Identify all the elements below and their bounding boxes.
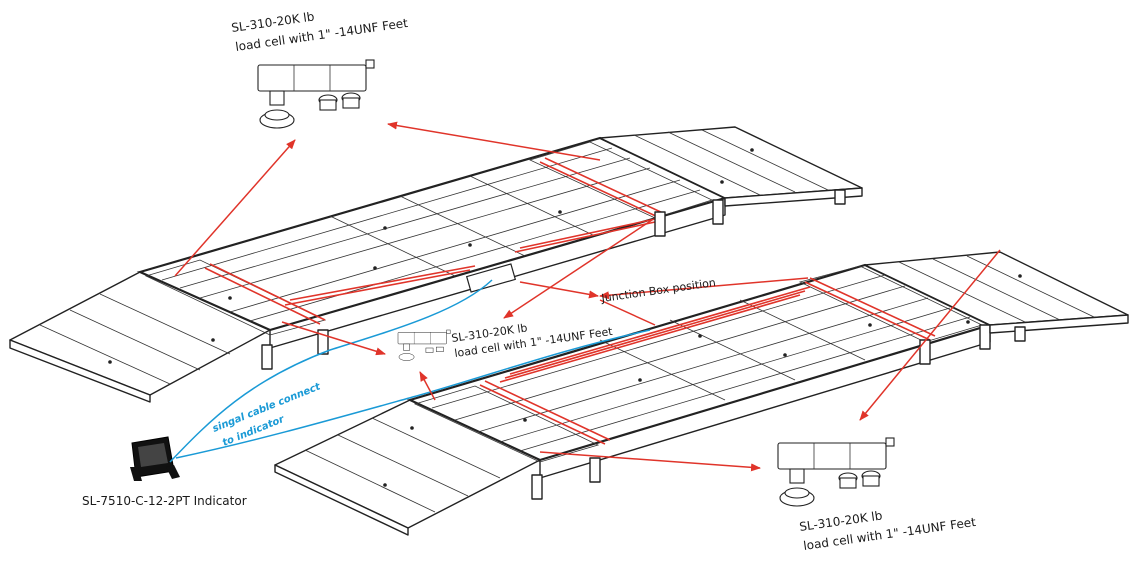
load-cell-icon	[777, 437, 895, 507]
indicator-icon	[130, 436, 180, 481]
signal-cable	[169, 279, 651, 463]
top-red-channels	[204, 157, 666, 325]
top-right-ramp	[599, 126, 863, 207]
load-cell-icon	[257, 59, 375, 129]
top-left-ramp	[9, 271, 271, 403]
bottom-right-ramp	[864, 251, 1129, 342]
indicator-label: SL-7510-C-12-2PT Indicator	[82, 494, 247, 508]
junction-box-label: Junction Box position	[600, 276, 717, 305]
bottom-scale-platform	[274, 251, 1129, 536]
top-junction-box	[465, 263, 517, 293]
red-arrows	[174, 121, 1001, 472]
bottom-red-channels	[479, 277, 936, 445]
top-scale-platform	[9, 126, 863, 403]
bottom-main-deck	[406, 263, 994, 500]
load-cell-icon	[397, 329, 451, 361]
bottom-left-ramp	[274, 399, 541, 536]
top-main-deck	[136, 136, 729, 370]
